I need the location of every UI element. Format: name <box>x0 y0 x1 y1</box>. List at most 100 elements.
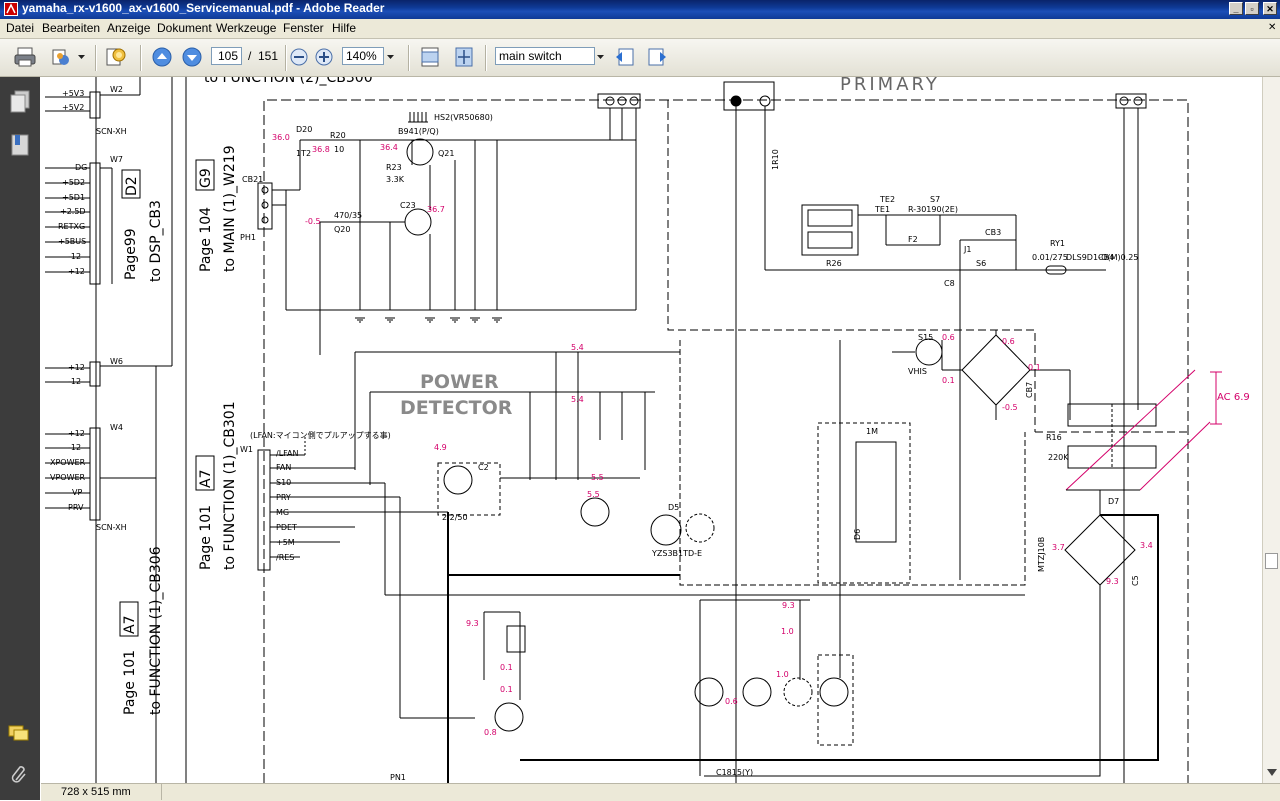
part-label: YZS3B1TD-E <box>651 549 702 558</box>
pin-label: +5V2 <box>62 103 84 112</box>
voltage-label: 5.4 <box>571 395 584 404</box>
part-label: TE1 <box>874 205 890 214</box>
status-bar: 728 x 515 mm <box>41 783 1280 801</box>
fit-page-icon[interactable] <box>452 46 476 68</box>
w1-label: W1 <box>240 445 253 454</box>
page-number-field[interactable]: 105 <box>211 47 242 65</box>
find-next-icon[interactable] <box>645 46 669 68</box>
bookmarks-panel-icon[interactable] <box>9 133 31 157</box>
part-label: S6 <box>976 259 986 268</box>
window-title: yamaha_rx-v1600_ax-v1600_Servicemanual.p… <box>22 1 385 15</box>
schematic-page: W2 SCN-XH W7 W6 W4 SCN-XH W1 CB21 PH1 PN… <box>45 77 1250 783</box>
adobe-reader-icon <box>4 2 18 16</box>
pin-label: +2.5D <box>60 207 86 216</box>
voltage-label: 36.4 <box>380 143 398 152</box>
voltage-label: 36.0 <box>272 133 290 142</box>
vertical-scrollbar[interactable] <box>1262 77 1280 783</box>
pin-label: S10 <box>276 478 291 487</box>
comments-icon[interactable] <box>8 725 30 743</box>
zoom-out-icon[interactable] <box>290 48 308 66</box>
pin-label: -12 <box>68 377 81 386</box>
part-label: TE2 <box>879 195 895 204</box>
part-label: D5 <box>668 503 679 512</box>
ref-func2-page: Page 101 <box>122 650 138 715</box>
part-label: D20 <box>296 125 312 134</box>
part-label: MTZJ10B <box>1037 537 1046 572</box>
voltage-label: 0.1 <box>500 685 513 694</box>
actual-size-icon[interactable] <box>418 46 442 68</box>
previous-page-icon[interactable] <box>150 46 174 68</box>
ground-symbols <box>354 317 503 323</box>
pin-label: +12 <box>68 363 85 372</box>
pin-label: RETXG <box>58 222 85 231</box>
pages-panel-icon[interactable] <box>9 90 31 114</box>
zoom-in-icon[interactable] <box>315 48 333 66</box>
toolbar-separator <box>285 45 287 71</box>
next-page-icon[interactable] <box>180 46 204 68</box>
part-label: S15 <box>918 333 933 342</box>
status-divider <box>161 784 162 800</box>
voltage-label: -0.5 <box>1002 403 1018 412</box>
menu-anzeige[interactable]: Anzeige <box>107 21 151 35</box>
part-label: 0.01/275 <box>1032 253 1068 262</box>
page-total: 151 <box>258 49 279 63</box>
menu-bearbeiten[interactable]: Bearbeiten <box>42 21 101 35</box>
minimize-button[interactable]: _ <box>1229 2 1243 15</box>
navigation-pane <box>0 77 40 800</box>
voltage-label: 5.5 <box>587 490 600 499</box>
menu-fenster[interactable]: Fenster <box>283 21 324 35</box>
pin-label: +12 <box>68 429 85 438</box>
pin-label: -12 <box>68 443 81 452</box>
search-document-icon[interactable] <box>104 46 128 68</box>
close-button[interactable]: ✕ <box>1263 2 1277 15</box>
menu-werkzeuge[interactable]: Werkzeuge <box>216 21 277 35</box>
part-label: RY1 <box>1050 239 1065 248</box>
zoom-field[interactable]: 140% <box>342 47 384 65</box>
part-label: C8 <box>944 279 955 288</box>
part-label: CB3 <box>985 228 1001 237</box>
part-label: Q20 <box>334 225 350 234</box>
document-viewer[interactable]: W2 SCN-XH W7 W6 W4 SCN-XH W1 CB21 PH1 PN… <box>41 77 1262 783</box>
find-previous-icon[interactable] <box>613 46 637 68</box>
voltage-label: 0.1 <box>500 663 513 672</box>
pin-label: +5D2 <box>62 178 85 187</box>
voltage-label: 3.7 <box>1052 543 1065 552</box>
scroll-down-icon[interactable] <box>1267 769 1277 777</box>
attachments-icon[interactable] <box>10 765 30 785</box>
voltage-label: 4.9 <box>434 443 447 452</box>
doc-close-icon[interactable]: ✕ <box>1268 22 1277 33</box>
ref-top-text: to FUNCTION (2)_CB300 <box>204 77 373 86</box>
ref-func1-grid: A7 <box>198 470 214 488</box>
menu-dokument[interactable]: Dokument <box>157 21 212 35</box>
collaborate-icon[interactable] <box>50 46 74 68</box>
maximize-button[interactable]: ▫ <box>1245 2 1259 15</box>
part-label: DLS9D1-O(M)0.25 <box>1066 253 1138 262</box>
voltage-label: 9.3 <box>1106 577 1119 586</box>
voltage-label: -0.5 <box>305 217 321 226</box>
voltage-label: 1.0 <box>781 627 794 636</box>
pin-label: -12 <box>68 252 81 261</box>
part-label: CB7 <box>1025 382 1034 398</box>
power-detector-label-1: POWER <box>420 371 499 393</box>
part-label: R-30190(2E) <box>908 205 958 214</box>
pin-label: XPOWER <box>50 458 86 467</box>
part-label: R16 <box>1046 433 1062 442</box>
menu-hilfe[interactable]: Hilfe <box>332 21 357 35</box>
chevron-down-icon[interactable] <box>597 55 604 60</box>
ref-main-text: to MAIN (1)_W219 <box>222 145 238 272</box>
chevron-down-icon[interactable] <box>78 55 85 60</box>
part-label: C23 <box>400 201 416 210</box>
voltage-label: 5.5 <box>591 473 604 482</box>
pin-label: /RES <box>276 553 294 562</box>
pin-label: PRY <box>276 493 291 502</box>
part-label: CB4 <box>1098 253 1114 262</box>
search-input[interactable]: main switch <box>495 47 595 65</box>
voltage-label: 5.4 <box>571 343 584 352</box>
chevron-down-icon[interactable] <box>387 55 394 60</box>
print-icon[interactable] <box>13 46 37 68</box>
part-label: 1T2 <box>296 149 311 158</box>
part-label: 2.2/50 <box>442 513 468 522</box>
scrollbar-thumb[interactable] <box>1265 553 1278 569</box>
part-label: B941(P/Q) <box>398 127 439 136</box>
menu-datei[interactable]: Datei <box>6 21 35 35</box>
